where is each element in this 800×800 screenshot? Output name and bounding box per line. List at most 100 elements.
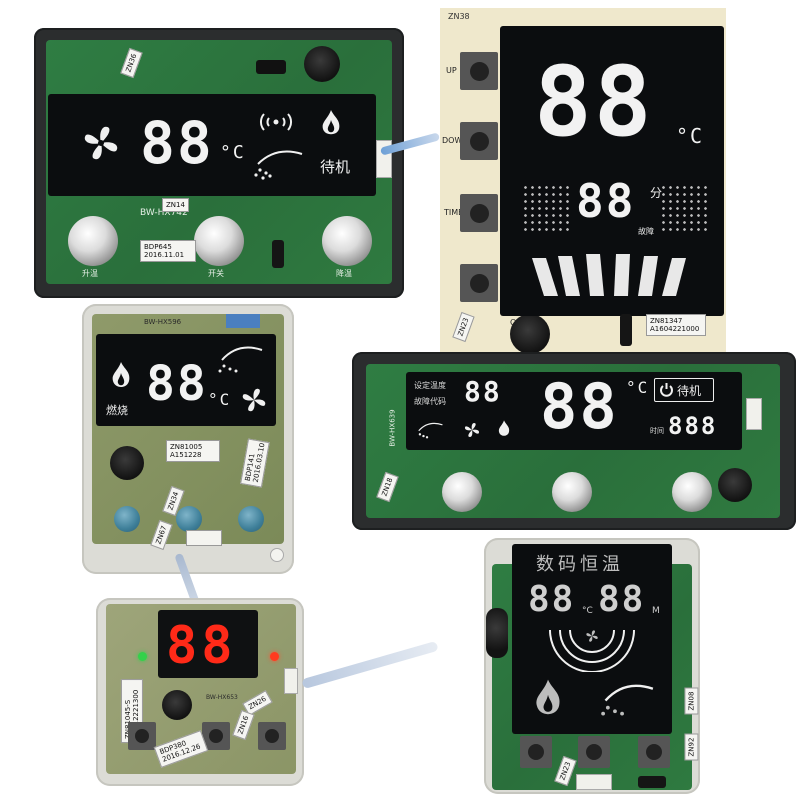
- middle-button[interactable]: [176, 506, 202, 532]
- panel-2-pcb: ZN38 UP DOWN TIME OFF 88 °C 88 分 故障 ZN81…: [440, 8, 726, 356]
- standby-status: 待机: [320, 158, 351, 176]
- board-model: BW-HX653: [206, 694, 238, 701]
- shower-icon: [254, 150, 303, 180]
- zn-tag: ZN36: [120, 47, 143, 79]
- temp-up-button[interactable]: [68, 216, 118, 266]
- board-sticker: ZN81347 A1604221000: [646, 314, 706, 337]
- zn-tag-2: ZN16: [232, 709, 255, 741]
- zn-tag: ZN18: [376, 471, 399, 503]
- wireless-icon: [260, 113, 292, 131]
- left-button[interactable]: [128, 722, 156, 750]
- temperature-digits: 88: [528, 579, 576, 620]
- temp-up-label: 升温: [82, 269, 98, 278]
- capacitor: [638, 776, 666, 788]
- zn-tag-3: ZN23: [554, 755, 577, 787]
- panel-1-lcd: 88 °C 待机: [48, 94, 376, 196]
- flow-unit: M: [652, 606, 660, 616]
- shower-icon: [601, 684, 654, 716]
- fault-label: 故障: [638, 227, 654, 236]
- board-sticker-2: BDP380 2016.12.26: [153, 730, 209, 768]
- zn-tag-2: ZN92: [684, 733, 699, 761]
- connector: [186, 530, 222, 546]
- zn-tag: ZN08: [684, 687, 699, 715]
- board-sticker: BDP645 2016.11.01: [140, 240, 196, 263]
- temperature-unit: °C: [676, 124, 705, 148]
- left-button[interactable]: [442, 472, 482, 512]
- timer-unit: 分: [650, 186, 663, 200]
- zn-tag-2: ZN67: [150, 519, 173, 551]
- green-led: [138, 652, 147, 661]
- blue-component: [226, 314, 260, 328]
- board-sticker-line-2: 2016.11.01: [144, 251, 185, 260]
- board-model: BW-HX742: [140, 208, 188, 218]
- timer-digits: 88: [576, 174, 636, 228]
- shower-icon: [218, 346, 263, 373]
- flame-icon: [112, 362, 130, 387]
- up-label: UP: [446, 66, 457, 75]
- buzzer: [110, 446, 144, 480]
- panel-6-title: 数码恒温: [536, 554, 624, 575]
- red-led: [270, 652, 279, 661]
- buzzer: [718, 468, 752, 502]
- flow-digits: 88: [598, 579, 646, 620]
- panel-4-enclosure: 设定温度 故障代码 88 88 °C 待机 时间 888: [352, 352, 796, 530]
- standby-box: 待机: [654, 378, 714, 402]
- time-label: 时间: [650, 427, 664, 435]
- panel-6-lcd: 数码恒温 88 °C 88 M: [512, 544, 672, 734]
- panel-1-pcb: ZN36 88 °C 待机 升温 开关: [46, 40, 392, 284]
- middle-button[interactable]: [552, 472, 592, 512]
- connector: [284, 668, 298, 694]
- panel-3-pcb: BW-HX596 燃烧 88 °C ZN81005 A151228 BDP141…: [92, 314, 284, 551]
- power-label: 开关: [208, 269, 224, 278]
- fan-icon: [242, 388, 266, 412]
- off-button[interactable]: [460, 264, 498, 302]
- connector: [576, 774, 612, 790]
- power-icon: [660, 383, 673, 397]
- board-model: BW-HX639: [388, 409, 397, 447]
- left-button[interactable]: [520, 736, 552, 768]
- fault-code-label: 故障代码: [414, 397, 446, 406]
- shower-icon: [418, 422, 443, 439]
- middle-button[interactable]: [578, 736, 610, 768]
- buzzer: [162, 690, 192, 720]
- up-button[interactable]: [460, 52, 498, 90]
- temperature-unit: °C: [220, 142, 246, 163]
- temperature-digits: 88: [534, 46, 654, 158]
- right-button[interactable]: [258, 722, 286, 750]
- temperature-unit: °C: [582, 606, 593, 616]
- buzzer: [486, 608, 508, 658]
- dot-matrix-left: [522, 184, 572, 234]
- left-button[interactable]: [114, 506, 140, 532]
- down-button[interactable]: [460, 122, 498, 160]
- middle-button[interactable]: [202, 722, 230, 750]
- fan-arc-icon: [549, 629, 635, 672]
- flame-icon: [498, 420, 510, 436]
- zn-tag-2: ZN14: [162, 198, 189, 213]
- panel-5-pcb: 88 ZN81045-S A1512221300 BW-HX653 ZN26 Z…: [106, 604, 298, 774]
- right-button[interactable]: [672, 472, 712, 512]
- temperature-digits: 88: [146, 356, 208, 412]
- board-sticker-line-1: ZN81005: [170, 443, 203, 451]
- board-sticker-line-2: A1604221000: [650, 325, 700, 334]
- panel-4-lcd: 设定温度 故障代码 88 88 °C 待机 时间 888: [406, 372, 742, 450]
- buzzer: [510, 314, 550, 354]
- right-button[interactable]: [238, 506, 264, 532]
- flame-icon: [322, 110, 340, 135]
- screw-hole: [270, 548, 284, 562]
- panel-3-enclosure: BW-HX596 燃烧 88 °C ZN81005 A151228 BDP141…: [82, 304, 294, 574]
- power-button[interactable]: [194, 216, 244, 266]
- flame-icon: [536, 679, 560, 715]
- capacitor: [620, 314, 632, 346]
- fan-icon: [84, 126, 118, 160]
- wire-bundle: [301, 640, 439, 690]
- standby-status: 待机: [677, 384, 702, 398]
- temp-down-button[interactable]: [322, 216, 372, 266]
- right-button[interactable]: [638, 736, 670, 768]
- zn-tag: ZN23: [452, 311, 475, 343]
- water-flow-bars-icon: [532, 254, 686, 296]
- burn-label: 燃烧: [106, 404, 128, 417]
- panel-1-enclosure: ZN36 88 °C 待机 升温 开关: [34, 28, 404, 298]
- board-sticker-line-1: ZN81347: [650, 317, 683, 325]
- panel-5-enclosure: 88 ZN81045-S A1512221300 BW-HX653 ZN26 Z…: [96, 598, 304, 786]
- time-button[interactable]: [460, 194, 498, 232]
